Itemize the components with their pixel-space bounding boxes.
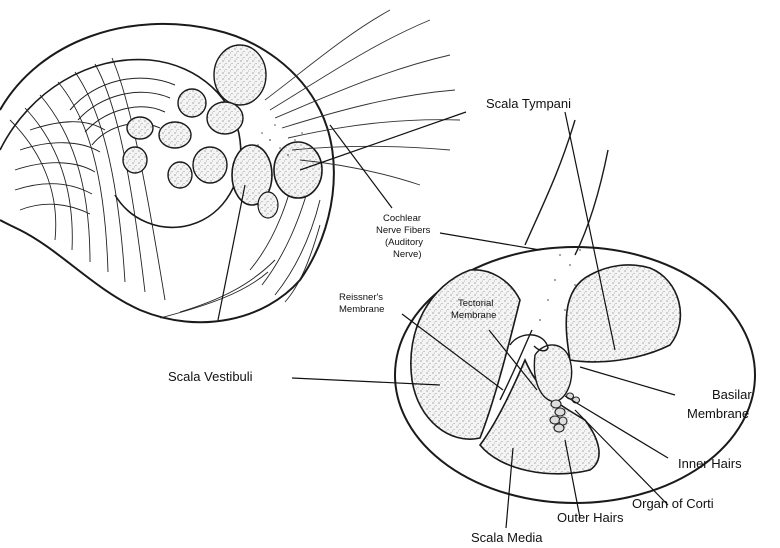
label-basilar-line-2: Membrane <box>687 406 749 421</box>
cochlea-spiral <box>0 24 334 322</box>
label-outer-hairs: Outer Hairs <box>557 510 624 525</box>
label-inner-hairs: Inner Hairs <box>678 456 742 471</box>
label-basilar-line-1: Basilar <box>712 387 752 402</box>
label-scala-tympani: Scala Tympani <box>486 96 571 111</box>
label-cochlear-nerve-line-4: Nerve) <box>393 249 422 260</box>
label-cochlear-nerve-line-3: (Auditory <box>385 237 423 248</box>
label-tectorial-line-2: Membrane <box>451 310 496 321</box>
label-cochlear-nerve-line-1: Cochlear <box>383 213 421 224</box>
label-organ-of-corti: Organ of Corti <box>632 496 714 511</box>
label-reissners-line-2: Membrane <box>339 304 384 315</box>
cochlear-cross-section <box>395 120 755 503</box>
label-tectorial-line-1: Tectorial <box>458 298 493 309</box>
label-cochlear-nerve-line-2: Nerve Fibers <box>376 225 431 236</box>
label-reissners-line-1: Reissner's <box>339 292 383 303</box>
label-scala-vestibuli: Scala Vestibuli <box>168 369 253 384</box>
label-scala-media: Scala Media <box>471 530 543 545</box>
